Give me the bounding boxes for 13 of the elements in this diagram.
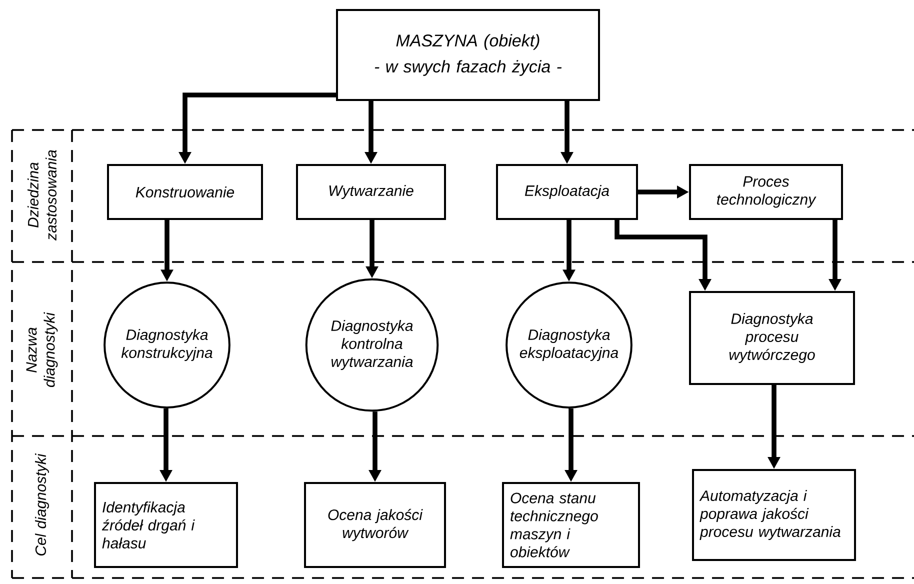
process-box: Proces technologiczny [689,164,844,220]
row-label: Dziedzina zastosowania [28,150,57,241]
row-label: Cel diagnostyki [35,453,49,556]
process-box: Automatyzacja i poprawa jakości procesu wytwarzania [692,469,856,561]
process-box: Wytwarzanie [296,164,446,220]
row-label: Nazwa diagnostyki [26,312,58,388]
process-box: Diagnostyka procesu wytwórczego [689,291,855,385]
process-box: Eksploatacja [496,164,638,220]
process-box: Identyfikacja źródeł drgań i hałasu [94,482,238,568]
process-box: Konstruowanie [107,164,263,220]
process-box: Ocena jakości wytworów [304,482,446,568]
process-box: MASZYNA (obiekt) - w swych fazach życia - [336,9,600,101]
process-box: Ocena stanu technicznego maszyn i obiektów [502,482,640,568]
